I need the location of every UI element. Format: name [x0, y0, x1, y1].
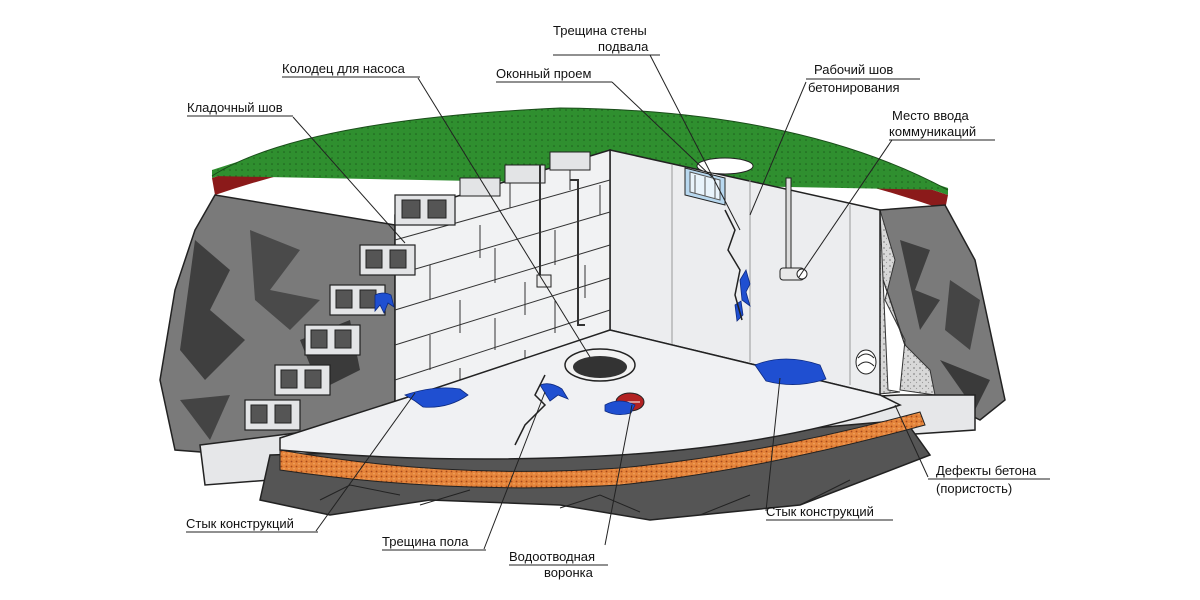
label-utility-entry: Место ввода коммуникаций	[889, 108, 995, 141]
svg-text:Водоотводная: Водоотводная	[509, 549, 595, 564]
label-joint-right: Стык конструкций	[766, 504, 893, 521]
svg-text:бетонирования: бетонирования	[808, 80, 900, 95]
window-opening	[684, 157, 754, 206]
svg-text:Место ввода: Место ввода	[892, 108, 970, 123]
svg-text:(пористость): (пористость)	[936, 481, 1012, 496]
svg-text:Стык конструкций: Стык конструкций	[186, 516, 294, 531]
label-masonry-joint: Кладочный шов	[187, 100, 293, 117]
svg-text:Оконный проем: Оконный проем	[496, 66, 591, 81]
svg-text:Стык конструкций: Стык конструкций	[766, 504, 874, 519]
label-basement-crack: Трещина стены подвала	[553, 23, 660, 56]
label-joint-left: Стык конструкций	[186, 516, 318, 533]
svg-text:Рабочий шов: Рабочий шов	[814, 62, 893, 77]
svg-text:Кладочный шов: Кладочный шов	[187, 100, 283, 115]
label-drain: Водоотводная воронка	[509, 549, 608, 580]
svg-text:воронка: воронка	[544, 565, 594, 580]
label-concrete-defects: Дефекты бетона (пористость)	[928, 463, 1050, 496]
foundation	[199, 329, 976, 521]
wall-crack	[724, 209, 743, 321]
label-window-opening: Оконный проем	[496, 66, 612, 83]
label-floor-crack: Трещина пола	[382, 534, 486, 551]
svg-text:Трещина стены: Трещина стены	[553, 23, 647, 38]
label-pump-well: Колодец для насоса	[282, 61, 420, 78]
leader-lines	[292, 54, 929, 550]
rock-right	[879, 204, 1006, 421]
svg-text:коммуникаций: коммуникаций	[889, 124, 976, 139]
pump-well	[564, 348, 636, 382]
svg-text:Дефекты бетона: Дефекты бетона	[936, 463, 1037, 478]
water-leaks	[374, 269, 827, 415]
svg-text:Колодец для насоса: Колодец для насоса	[282, 61, 406, 76]
label-working-seam: Рабочий шов бетонирования	[806, 62, 920, 95]
grass-layer	[211, 107, 949, 210]
svg-text:подвала: подвала	[598, 39, 649, 54]
floor-crack	[514, 374, 547, 446]
utility-entry	[855, 349, 877, 375]
svg-text:Трещина пола: Трещина пола	[382, 534, 469, 549]
